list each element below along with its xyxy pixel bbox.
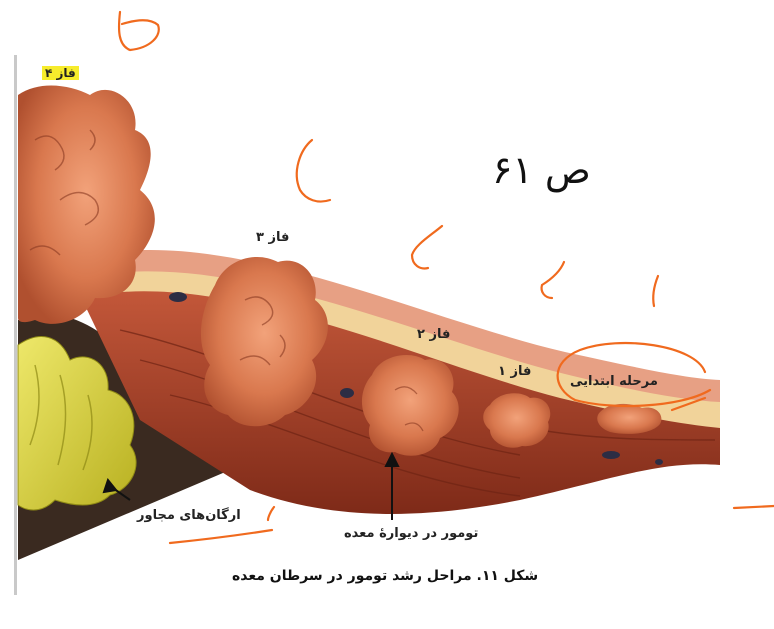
- initial-stage-label: مرحله ابتدایی: [570, 374, 658, 389]
- annotation-mark-bracket-1: [297, 140, 330, 202]
- annotation-mark-bracket-4: [653, 276, 658, 306]
- tumor-in-wall-label: تومور در دیوارهٔ معده: [344, 526, 478, 541]
- tumor-initial-stage: [597, 404, 661, 434]
- annotation-slash-adjacent: [268, 507, 274, 520]
- annotation-mark-bracket-3: [542, 262, 564, 298]
- annotation-mark-bracket-2: [412, 226, 442, 268]
- adjacent-organs-label: ارگان‌های مجاور: [137, 508, 241, 523]
- phase-1-label: فاز ۱: [498, 364, 531, 379]
- page-margin-line: [14, 55, 17, 595]
- phase-2-label: فاز ۲: [417, 327, 450, 342]
- page-reference: ص ۶۱: [492, 148, 591, 192]
- phase-4-label: فاز ۴: [42, 66, 79, 80]
- figure-caption: شکل ۱۱. مراحل رشد تومور در سرطان معده: [232, 568, 538, 584]
- annotation-mark-top: [119, 12, 159, 50]
- phase-3-label: فاز ۳: [256, 230, 289, 245]
- annotation-dash-right: [734, 506, 774, 508]
- annotation-underline-adjacent: [170, 530, 272, 543]
